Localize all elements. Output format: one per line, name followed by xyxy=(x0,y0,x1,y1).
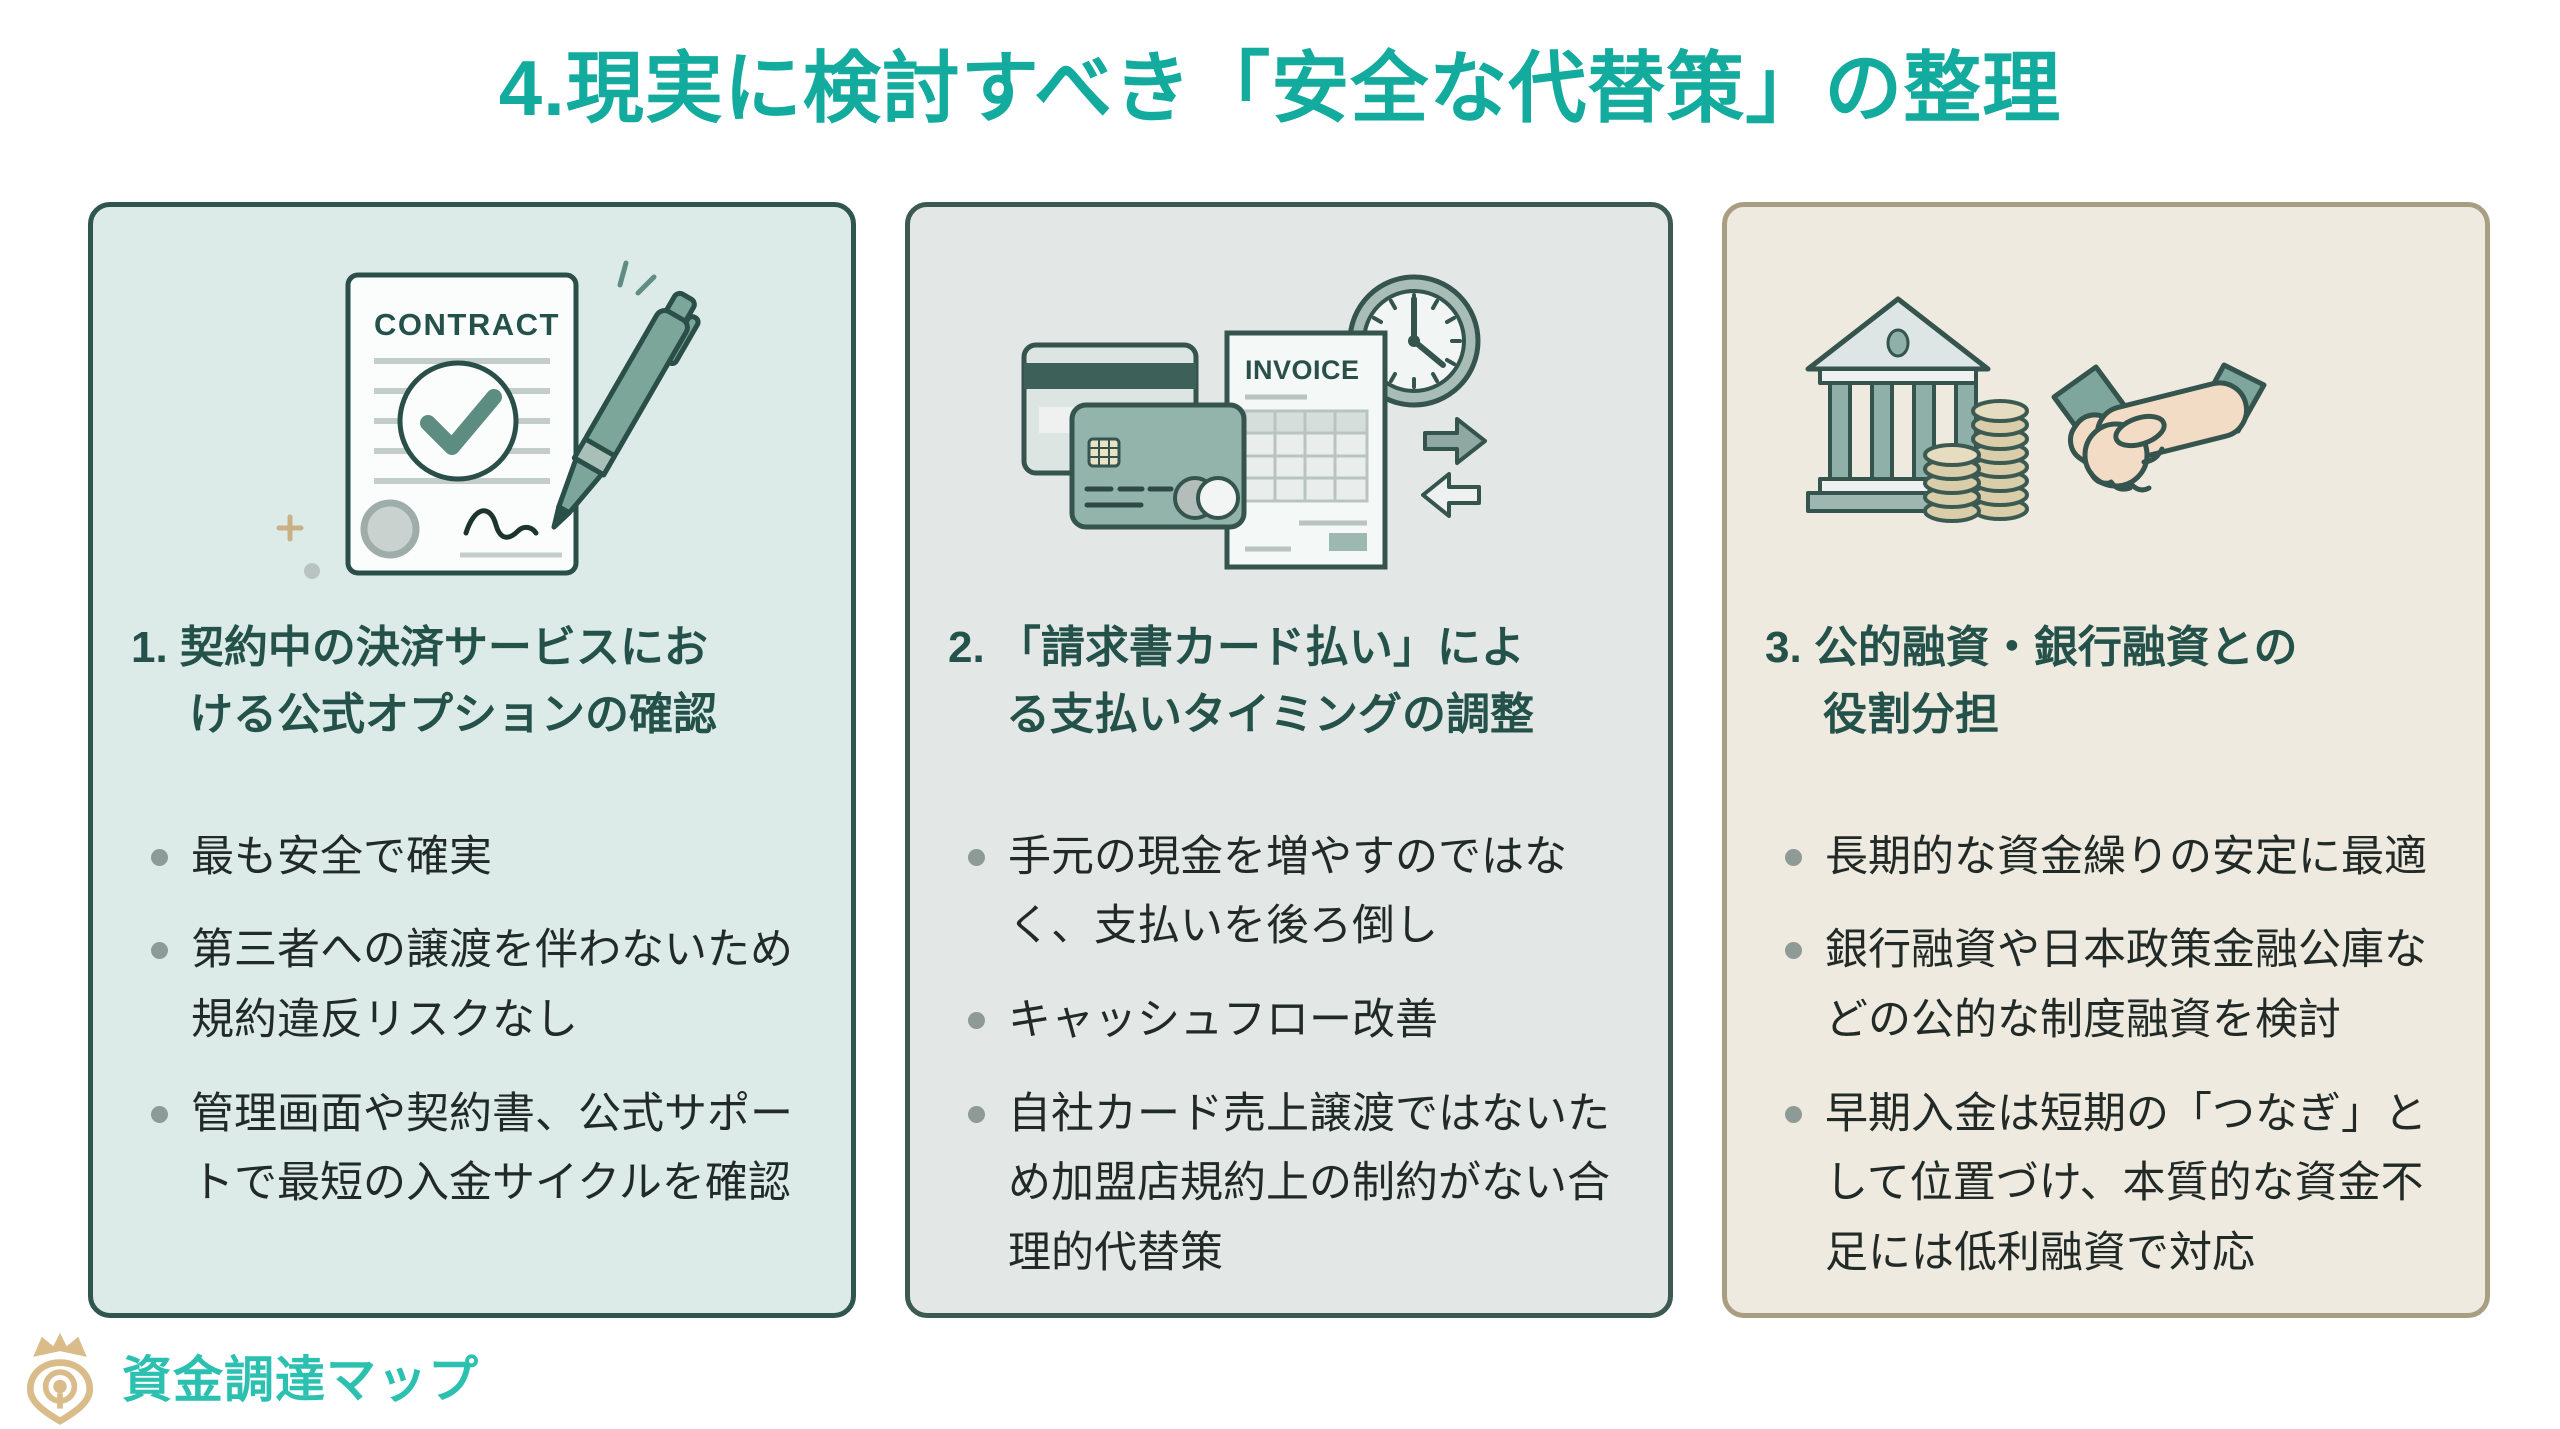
card-3-icon-area xyxy=(1727,237,2485,613)
bullet-item: 長期的な資金繰りの安定に最適 xyxy=(1777,823,2443,893)
stamp-icon xyxy=(360,499,420,559)
coin-stack-icon xyxy=(1923,399,2029,523)
bank-handshake-icon xyxy=(1805,296,2267,523)
page-title: 4.現実に検討すべき「安全な代替策」の整理 xyxy=(498,44,2062,132)
card-2-bullets: 手元の現金を増やすのではなく、支払いを後ろ倒し キャッシュフロー改善 自社カード… xyxy=(960,823,1626,1289)
card-3-heading: 3. 公的融資・銀行融資との 役割分担 xyxy=(1765,623,2298,739)
contract-label: CONTRACT xyxy=(374,307,560,342)
card-official-options: CONTRACT 1. 契約中の決済サービ xyxy=(88,202,856,1318)
brand-name: 資金調達マップ xyxy=(122,1352,479,1408)
sparkle-icon xyxy=(635,274,657,296)
bullet-item: 自社カード売上譲渡ではないため加盟店規約上の制約がない合理的代替策 xyxy=(960,1080,1626,1289)
card-2-icon-area: INVOICE xyxy=(910,237,1668,613)
bullet-item: 手元の現金を増やすのではなく、支払いを後ろ倒し xyxy=(960,823,1626,962)
bullet-item: 第三者への譲渡を伴わないため規約違反リスクなし xyxy=(143,916,809,1055)
bullet-item: 銀行融資や日本政策金融公庫などの公的な制度融資を検討 xyxy=(1777,916,2443,1055)
pin-dot xyxy=(53,1379,67,1394)
invoice-paper-icon: INVOICE xyxy=(1224,330,1388,570)
brand-logo-icon xyxy=(26,1332,94,1425)
card-invoice-card-payment: INVOICE xyxy=(905,202,1673,1318)
card-1-heading: 1. 契約中の決済サービスにお ける公式オプションの確認 xyxy=(131,623,717,739)
signature-icon xyxy=(463,508,539,540)
bullet-item: キャッシュフロー改善 xyxy=(960,986,1626,1056)
sparkle-plus-icon xyxy=(276,514,304,542)
pen-icon xyxy=(551,290,701,530)
card-3-bullets: 長期的な資金繰りの安定に最適 銀行融資や日本政策金融公庫などの公的な制度融資を検… xyxy=(1777,823,2443,1289)
checkmark-icon xyxy=(420,389,502,455)
contract-pen-icon: CONTRACT xyxy=(276,260,701,579)
arrow-right-icon xyxy=(1423,417,1487,465)
card-1-icon-area: CONTRACT xyxy=(93,237,851,613)
bullet-item: 最も安全で確実 xyxy=(143,823,809,893)
card-public-bank-loans: 3. 公的融資・銀行融資との 役割分担 長期的な資金繰りの安定に最適 銀行融資や… xyxy=(1722,202,2490,1318)
invoice-card-clock-icon: INVOICE xyxy=(1021,274,1487,570)
invoice-label: INVOICE xyxy=(1245,355,1360,385)
credit-card-front-icon xyxy=(1069,402,1247,530)
sparkle-dot-icon xyxy=(304,563,320,579)
bullet-item: 早期入金は短期の「つなぎ」として位置づけ、本質的な資金不足には低利融資で対応 xyxy=(1777,1080,2443,1289)
crown-icon xyxy=(33,1332,87,1357)
card-2-heading: 2. 「請求書カード払い」によ る支払いタイミングの調整 xyxy=(948,623,1534,739)
handshake-icon xyxy=(2051,362,2267,493)
card-1-bullets: 最も安全で確実 第三者への譲渡を伴わないため規約違反リスクなし 管理画面や契約書… xyxy=(143,823,809,1219)
arrow-left-icon xyxy=(1421,472,1481,518)
brand-footer: 資金調達マップ xyxy=(14,1326,479,1426)
check-circle-icon xyxy=(397,360,519,482)
sparkle-icon xyxy=(617,260,629,288)
bullet-item: 管理画面や契約書、公式サポートで最短の入金サイクルを確認 xyxy=(143,1080,809,1219)
